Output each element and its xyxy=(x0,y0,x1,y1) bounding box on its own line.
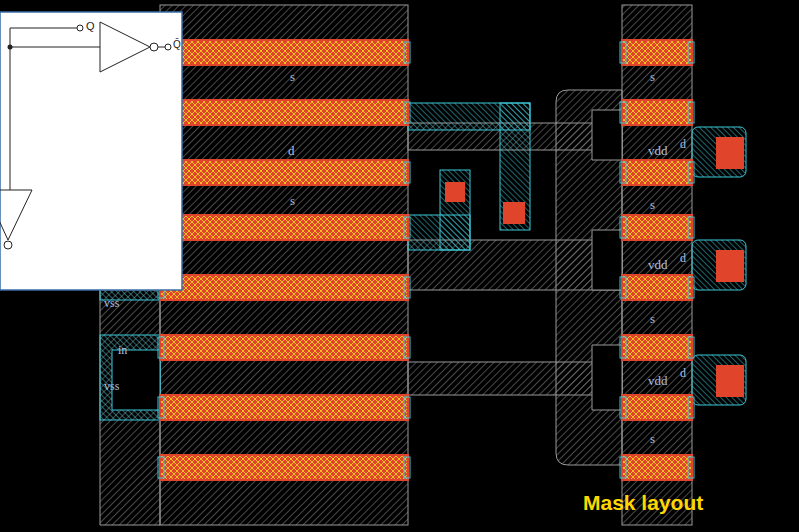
terminal-label: d xyxy=(680,252,686,264)
pin-name: Q xyxy=(86,21,95,32)
terminal-label: s xyxy=(650,198,655,211)
terminal-label: s xyxy=(650,70,655,83)
diffusion-stripe xyxy=(622,100,692,125)
diffusion-stripe xyxy=(160,455,408,480)
terminal-label: s xyxy=(650,432,655,445)
diffusion-stripe xyxy=(160,160,408,185)
figure-title: Mask layout xyxy=(583,492,703,513)
net-label: vdd xyxy=(648,258,668,271)
terminal-label: d xyxy=(680,367,686,379)
net-label: vdd xyxy=(648,144,668,157)
diffusion-stripe xyxy=(622,160,692,185)
diffusion-stripe xyxy=(160,40,408,65)
net-label: vss xyxy=(104,297,119,309)
diffusion-stripe xyxy=(160,275,408,300)
diffusion-stripe xyxy=(622,455,692,480)
pin-name: Q̄ xyxy=(173,40,181,50)
terminal-label: s xyxy=(650,312,655,325)
diffusion-stripe xyxy=(160,335,408,360)
terminal-label: d xyxy=(288,144,295,157)
diffusion-stripe xyxy=(160,100,408,125)
diffusion-stripe xyxy=(622,395,692,420)
diffusion-stripe xyxy=(622,40,692,65)
terminal-label: s xyxy=(290,70,295,83)
diffusion-stripe xyxy=(160,395,408,420)
diffusion-stripe xyxy=(622,275,692,300)
net-label: vdd xyxy=(648,374,668,387)
diffusion-stripe xyxy=(622,215,692,240)
diffusion-stripe xyxy=(622,335,692,360)
net-label: vss xyxy=(104,380,119,392)
net-label: in xyxy=(118,344,127,356)
terminal-label: s xyxy=(290,194,295,207)
terminal-label: d xyxy=(680,138,686,150)
diffusion-stripe xyxy=(160,215,408,240)
